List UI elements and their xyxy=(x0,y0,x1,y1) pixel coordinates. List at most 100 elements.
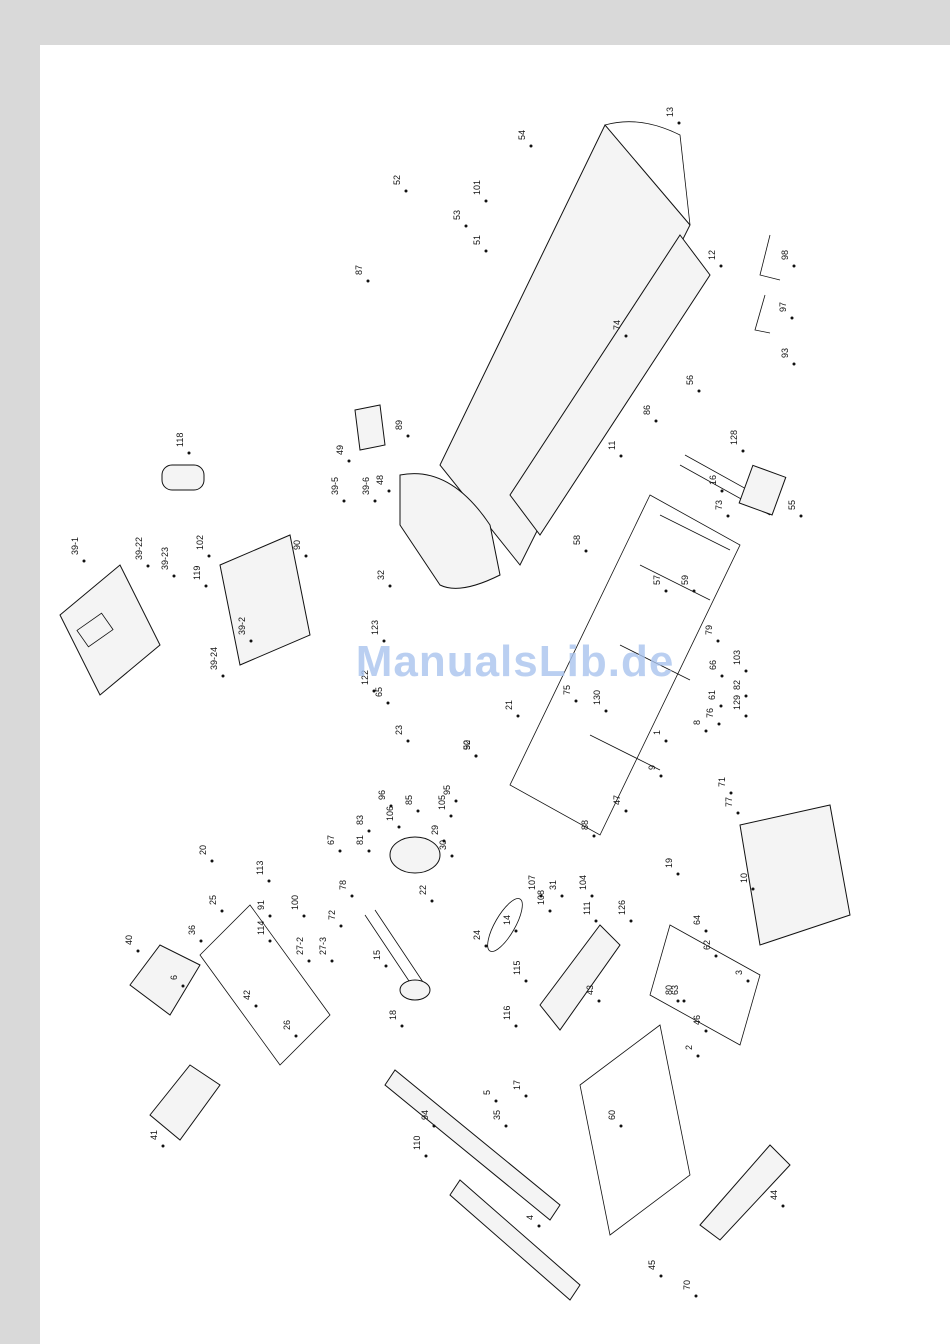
leader-dot-64 xyxy=(704,929,708,933)
leader-dot-71 xyxy=(729,791,733,795)
part-callout-62: 62 xyxy=(702,940,712,950)
part-callout-5: 5 xyxy=(482,1090,492,1095)
leader-dot-23 xyxy=(406,739,410,743)
part-callout-105: 105 xyxy=(437,795,447,810)
leader-dot-40 xyxy=(136,949,140,953)
rear-cover-right xyxy=(699,1144,791,1241)
leader-dot-126 xyxy=(629,919,633,923)
leader-dot-74 xyxy=(624,334,628,338)
leader-dot-27-2 xyxy=(307,959,311,963)
part-callout-95: 95 xyxy=(442,785,452,795)
leader-dot-29 xyxy=(442,839,446,843)
leader-dot-3 xyxy=(746,979,750,983)
leader-dot-52 xyxy=(404,189,408,193)
leader-dot-104 xyxy=(590,894,594,898)
part-callout-90: 90 xyxy=(292,540,302,550)
console-panel xyxy=(59,564,161,696)
running-deck xyxy=(509,234,711,536)
leader-dot-46 xyxy=(704,1029,708,1033)
right-side-rail xyxy=(449,1179,581,1301)
leader-dot-79 xyxy=(716,639,720,643)
part-callout-108: 108 xyxy=(536,890,546,905)
leader-dot-65 xyxy=(386,701,390,705)
rear-roller xyxy=(364,909,426,991)
part-callout-116: 116 xyxy=(502,1006,512,1020)
part-callout-27-3: 27-3 xyxy=(318,937,328,955)
leader-dot-75 xyxy=(574,699,578,703)
leader-dot-26 xyxy=(294,1034,298,1038)
part-callout-60: 60 xyxy=(607,1110,617,1120)
leader-dot-96 xyxy=(389,804,393,808)
leader-dot-122 xyxy=(372,689,376,693)
leader-dot-130 xyxy=(604,709,608,713)
part-callout-21: 21 xyxy=(504,700,514,710)
leader-dot-42 xyxy=(254,1004,258,1008)
right-cover xyxy=(149,1064,221,1141)
part-callout-104: 104 xyxy=(578,875,588,890)
leader-dot-45 xyxy=(659,1274,663,1278)
leader-dot-77 xyxy=(736,811,740,815)
part-callout-101: 101 xyxy=(472,180,482,195)
part-callout-93: 93 xyxy=(780,348,790,358)
leader-dot-35 xyxy=(504,1124,508,1128)
part-callout-75: 75 xyxy=(562,685,572,695)
part-callout-50: 50 xyxy=(462,740,472,750)
part-callout-83: 83 xyxy=(355,815,365,825)
part-callout-94: 94 xyxy=(420,1110,430,1120)
leader-dot-39-5 xyxy=(342,499,346,503)
leader-dot-62 xyxy=(714,954,718,958)
part-callout-80: 80 xyxy=(664,985,674,995)
leader-dot-27-3 xyxy=(330,959,334,963)
part-callout-2: 2 xyxy=(684,1045,694,1050)
left-side-rail xyxy=(384,1069,561,1221)
part-callout-45: 45 xyxy=(647,1260,657,1270)
part-callout-102: 102 xyxy=(195,535,205,550)
part-callout-74: 74 xyxy=(612,320,622,330)
leader-dot-59 xyxy=(692,589,696,593)
leader-dot-86 xyxy=(654,419,658,423)
part-callout-39-5: 39-5 xyxy=(330,477,340,495)
leader-dot-43 xyxy=(597,999,601,1003)
leader-dot-70 xyxy=(694,1294,698,1298)
part-callout-113: 113 xyxy=(255,861,265,875)
part-callout-110: 110 xyxy=(412,1136,422,1150)
frame-rail xyxy=(589,514,731,771)
part-callout-96: 96 xyxy=(377,790,387,800)
part-callout-67: 67 xyxy=(326,835,336,845)
part-callout-114: 114 xyxy=(256,921,266,935)
part-callout-58: 58 xyxy=(572,535,582,545)
part-callout-29: 29 xyxy=(430,825,440,835)
leader-dot-47 xyxy=(624,809,628,813)
part-callout-20: 20 xyxy=(198,845,208,855)
part-callout-48: 48 xyxy=(375,475,385,485)
part-callout-9: 9 xyxy=(647,765,657,770)
console-display xyxy=(76,612,114,648)
part-callout-66: 66 xyxy=(708,660,718,670)
leader-dot-56 xyxy=(697,389,701,393)
part-callout-40: 40 xyxy=(124,935,134,945)
part-callout-81: 81 xyxy=(355,835,365,845)
part-callout-53: 53 xyxy=(452,210,462,220)
part-callout-54: 54 xyxy=(517,130,527,140)
leader-dot-102 xyxy=(207,554,211,558)
hex-key-small xyxy=(754,294,771,334)
leader-dot-41 xyxy=(161,1144,165,1148)
leader-dot-123 xyxy=(382,639,386,643)
leader-dot-90 xyxy=(304,554,308,558)
leader-dot-57 xyxy=(664,589,668,593)
part-callout-92: 92 xyxy=(462,740,472,750)
part-callout-25: 25 xyxy=(208,895,218,905)
part-callout-42: 42 xyxy=(242,990,252,1000)
part-callout-89: 89 xyxy=(394,420,404,430)
handrail-cap xyxy=(354,404,386,451)
leader-dot-105 xyxy=(449,814,453,818)
part-callout-64: 64 xyxy=(692,915,702,925)
leader-dot-67 xyxy=(338,849,342,853)
leader-dot-13 xyxy=(677,121,681,125)
part-callout-87: 87 xyxy=(354,265,364,275)
part-callout-129: 129 xyxy=(732,695,742,710)
part-callout-130: 130 xyxy=(592,690,602,705)
leader-dot-18 xyxy=(400,1024,404,1028)
part-callout-15: 15 xyxy=(372,950,382,960)
part-callout-30: 30 xyxy=(438,840,448,850)
